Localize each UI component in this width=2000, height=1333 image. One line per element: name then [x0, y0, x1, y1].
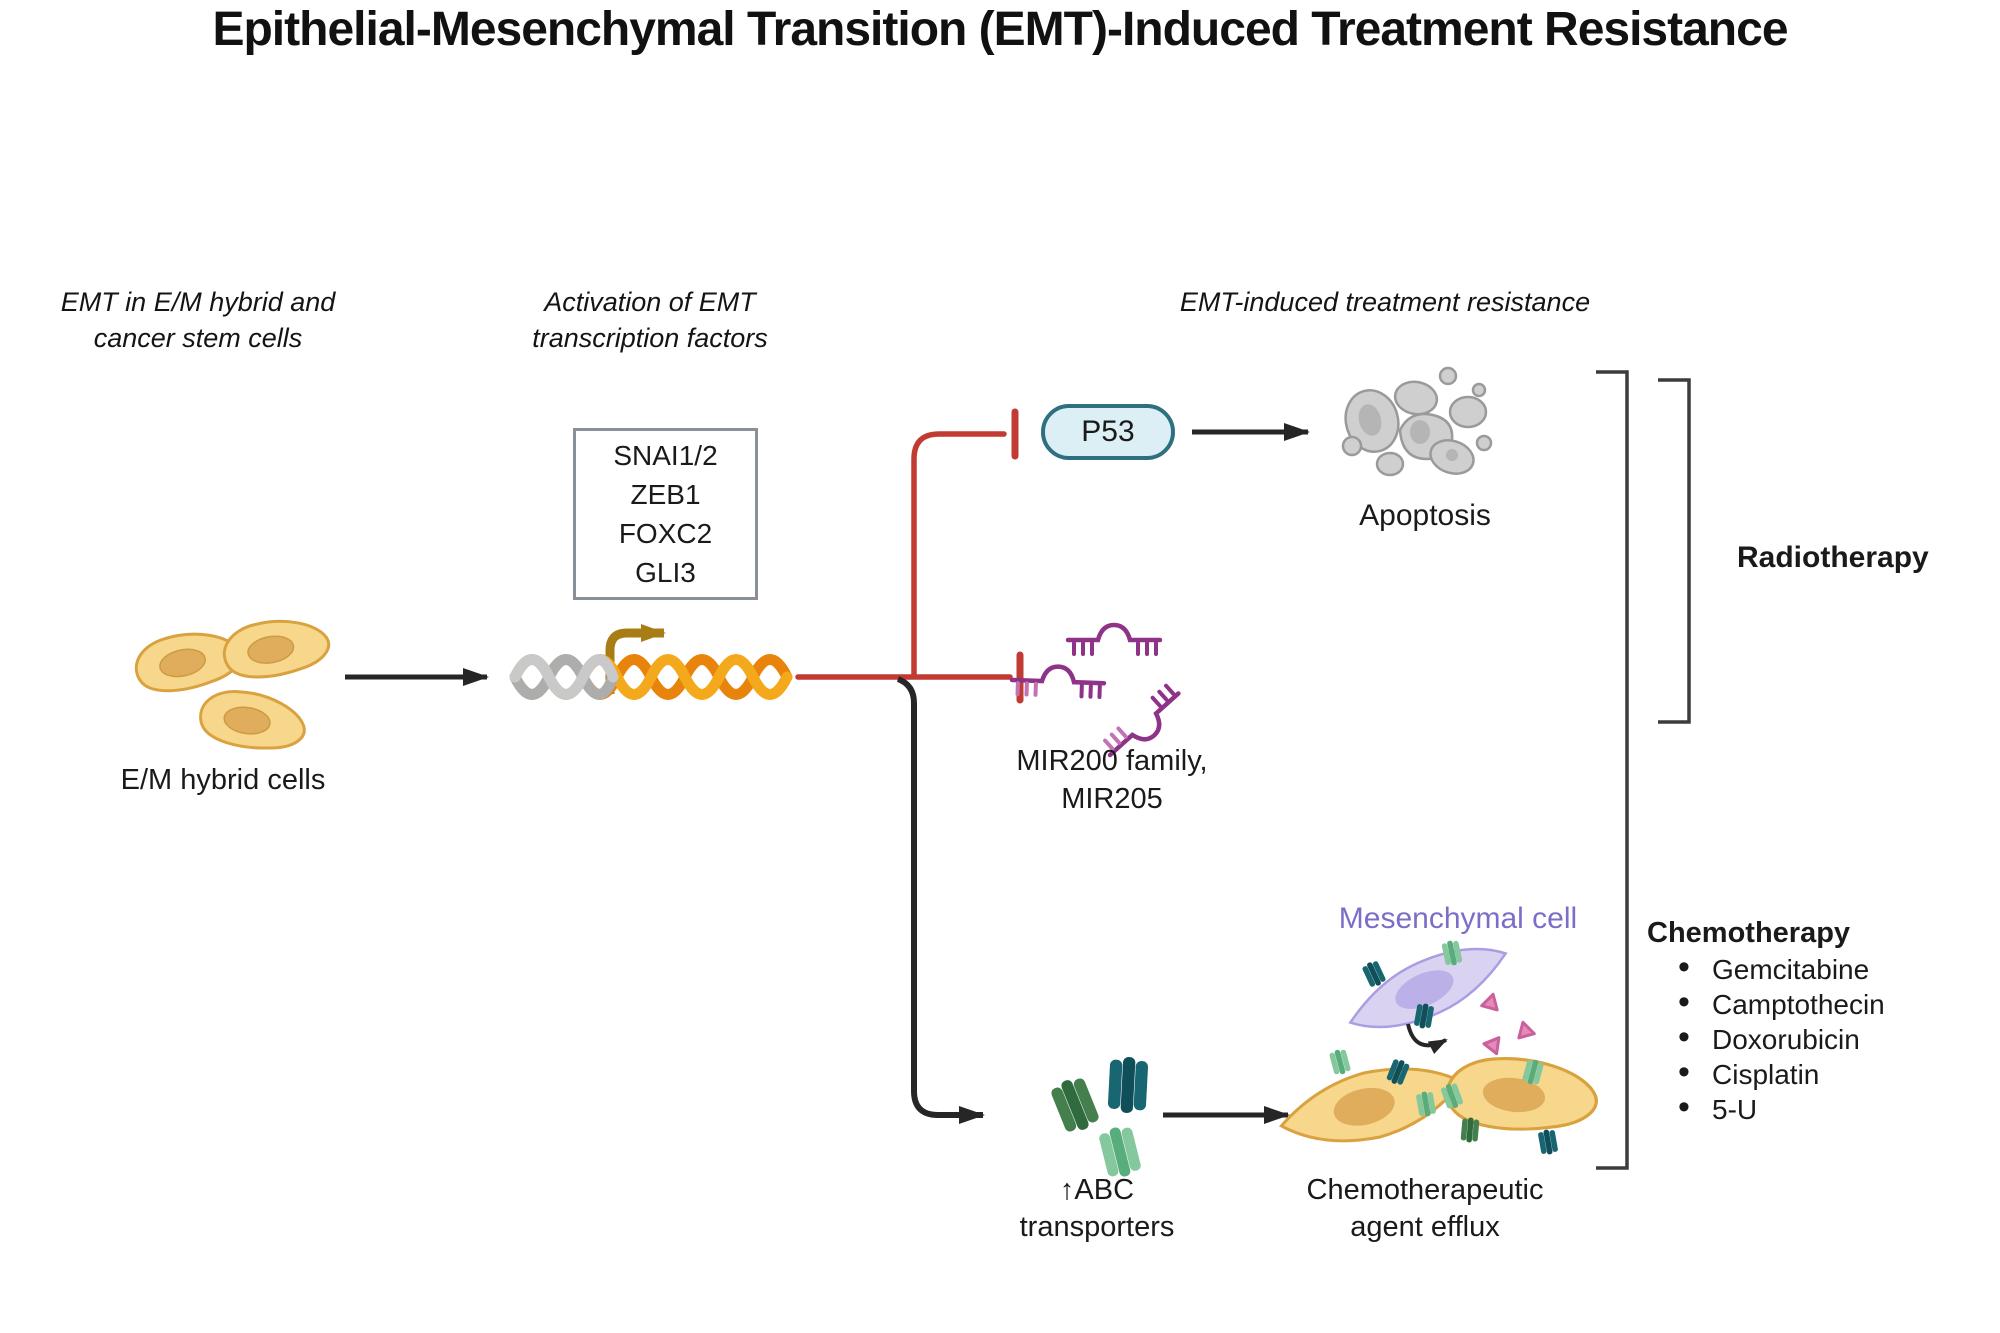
chemotherapy-label: Chemotherapy	[1647, 917, 1851, 949]
transcription-factor-box: SNAI1/2 ZEB1 FOXC2 GLI3	[573, 428, 758, 600]
apoptosis-label: Apoptosis	[1359, 499, 1491, 532]
drug-item: Doxorubicin	[1672, 1020, 1885, 1057]
drug-item: Camptothecin	[1672, 985, 1885, 1022]
apoptosis-illustration	[1341, 366, 1493, 477]
radiotherapy-label: Radiotherapy	[1737, 541, 1929, 574]
drug-item: 5-U	[1672, 1090, 1885, 1127]
page-title: Epithelial-Mesenchymal Transition (EMT)-…	[212, 3, 1788, 56]
abc-transporters-label: ↑ABC transporters	[1019, 1174, 1175, 1243]
arrow-to-abc	[896, 676, 985, 1124]
p53-node-shape	[1041, 404, 1175, 460]
bracket-radiotherapy	[1658, 378, 1691, 724]
transcription-start-arrow-icon	[605, 624, 666, 694]
treatment-brackets	[1596, 370, 1691, 1170]
mesenchymal-cell-illustration	[1348, 940, 1536, 1056]
efflux-arrow	[1406, 1023, 1448, 1055]
mirna-illustration	[1009, 622, 1181, 758]
tf-gli3: GLI3	[635, 557, 696, 588]
p53-node-label: P53	[1081, 415, 1135, 449]
drug-item: Gemcitabine	[1672, 950, 1885, 987]
tf-snai: SNAI1/2	[613, 440, 718, 471]
em-hybrid-cells-illustration	[134, 619, 331, 750]
em-hybrid-cells-label: E/M hybrid cells	[120, 764, 326, 796]
chemotherapy-drug-list: Gemcitabine Camptothecin Doxorubicin Cis…	[1672, 950, 1885, 1127]
header-emt-hybrid: EMT in E/M hybrid and cancer stem cells	[60, 287, 336, 353]
mesenchymal-cell-label: Mesenchymal cell	[1338, 902, 1578, 935]
header-treatment-resistance: EMT-induced treatment resistance	[1179, 287, 1591, 317]
tf-zeb1: ZEB1	[630, 479, 701, 510]
mir-label: MIR200 family, MIR205	[1016, 745, 1208, 815]
dna-helix-illustration	[509, 654, 793, 700]
header-activation-tf: Activation of EMT transcription factors	[532, 287, 768, 353]
drug-item: Cisplatin	[1672, 1055, 1885, 1092]
abc-transporters-illustration	[1051, 1057, 1149, 1177]
inhibition-lines	[795, 408, 1024, 704]
efflux-label: Chemotherapeutic agent efflux	[1306, 1174, 1544, 1243]
tf-foxc2: FOXC2	[618, 518, 713, 549]
chemo-agent-particles	[1480, 992, 1536, 1056]
efflux-cells-illustration	[1279, 1049, 1598, 1155]
bracket-all-resistance	[1596, 370, 1629, 1170]
